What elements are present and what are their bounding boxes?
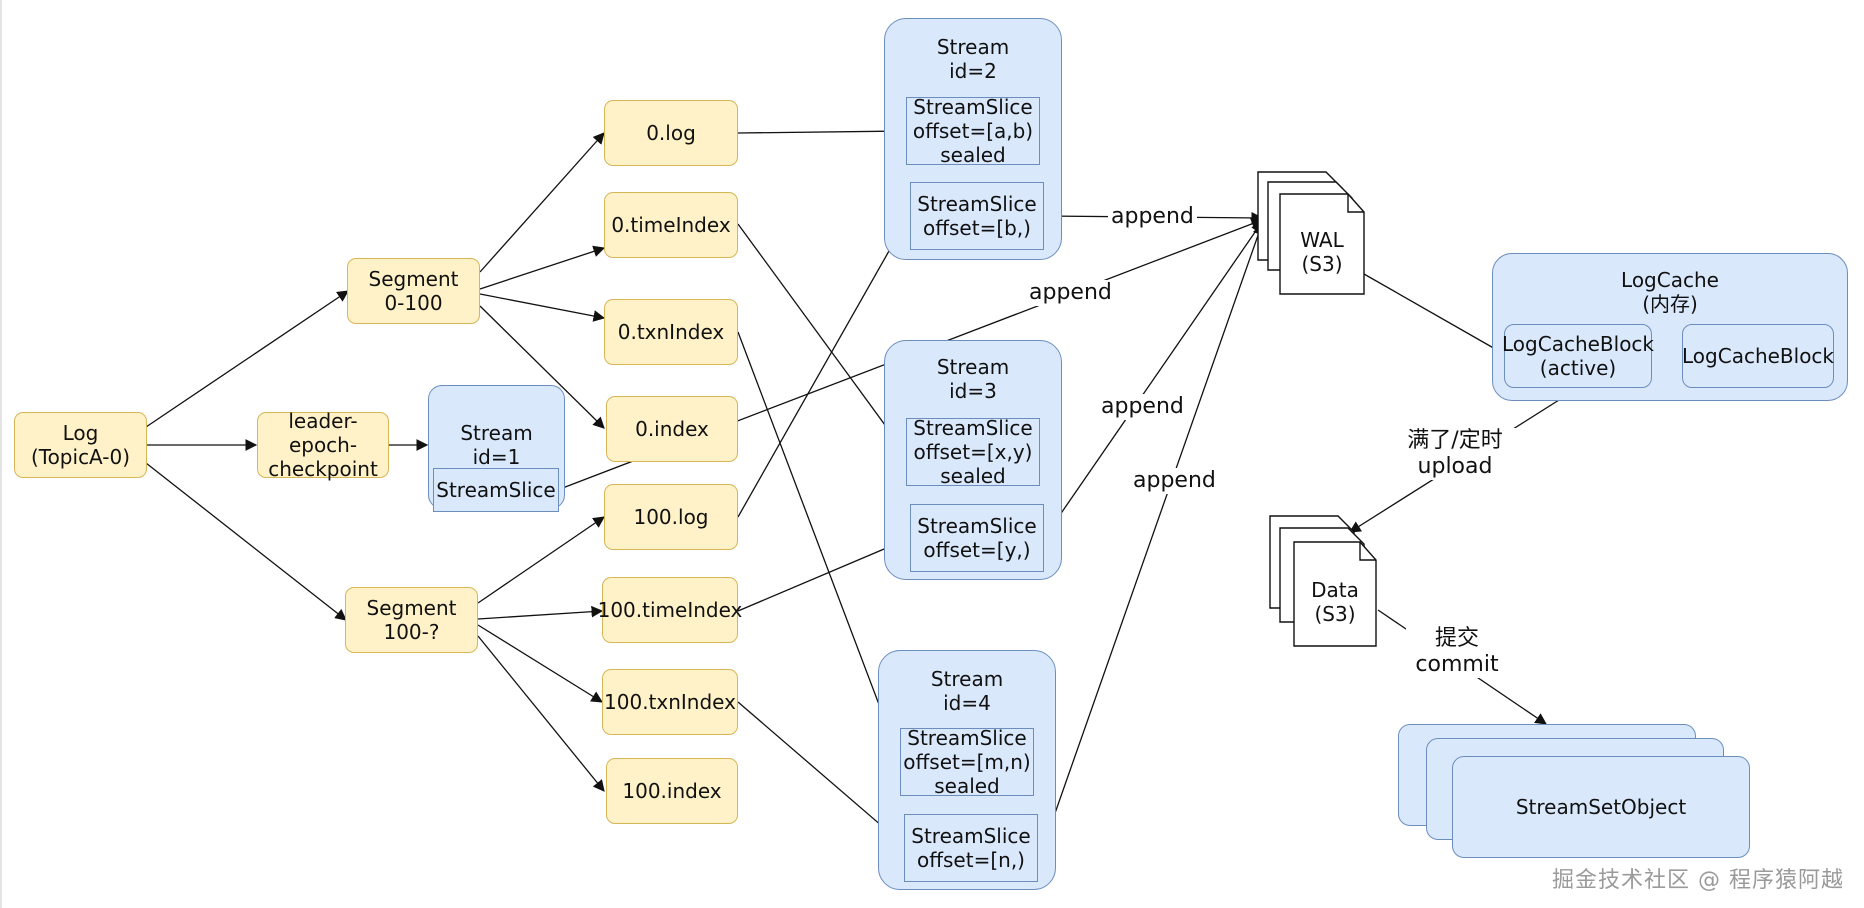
- file-0-txnindex: 0.txnIndex: [604, 299, 738, 365]
- stream-2-title: Stream id=2: [936, 35, 1010, 83]
- wal-label: WAL (S3): [1300, 228, 1344, 276]
- stream-3-slice-active: StreamSlice offset=[y,): [910, 504, 1044, 572]
- upload-label: 满了/定时 upload: [1392, 428, 1518, 480]
- logcache-block: LogCacheBlock: [1682, 324, 1834, 388]
- edge-log-segment100: [145, 462, 347, 621]
- edge-log-segment0: [145, 290, 349, 428]
- file-0-timeindex: 0.timeIndex: [604, 192, 738, 258]
- append-label-stream3: append: [1098, 394, 1187, 420]
- edge-0txn-stream4sealed: [737, 331, 902, 762]
- file-0-log: 0.log: [604, 100, 738, 166]
- edge-seg0-0log: [479, 132, 605, 273]
- stream-1-slice: StreamSlice: [433, 468, 559, 512]
- stream-4-slice-active: StreamSlice offset=[n,): [904, 814, 1038, 882]
- stream-3-slice-sealed: StreamSlice offset=[x,y) sealed: [906, 416, 1040, 488]
- stream-set-object: StreamSetObject: [1452, 756, 1750, 858]
- stream-4-slice-sealed: StreamSlice offset=[m,n) sealed: [900, 726, 1034, 798]
- leader-epoch-checkpoint-node: leader-epoch- checkpoint: [257, 409, 389, 481]
- data-label: Data (S3): [1311, 578, 1359, 626]
- segment-100-node: Segment 100-?: [345, 587, 478, 653]
- edge-seg0-0txn: [479, 293, 606, 322]
- logcache-title: LogCache (内存): [1621, 268, 1719, 316]
- file-100-index: 100.index: [606, 758, 738, 824]
- stream-4-title: Stream id=4: [930, 667, 1004, 715]
- edge-seg100-100log: [477, 516, 605, 604]
- stream-2-slice-active: StreamSlice offset=[b,): [910, 182, 1044, 250]
- segment-0-100-node: Segment 0-100: [347, 258, 480, 324]
- edge-seg100-100txn: [477, 624, 603, 703]
- edge-0time-stream3sealed: [737, 223, 905, 452]
- edge-wal-logcache: [1363, 273, 1506, 355]
- stream-2-slice-sealed: StreamSlice offset=[a,b) sealed: [906, 95, 1040, 167]
- stream-3-title: Stream id=3: [936, 355, 1010, 403]
- file-0-index: 0.index: [606, 396, 738, 462]
- logcache-block-active: LogCacheBlock (active): [1502, 324, 1654, 388]
- log-node: Log (TopicA-0): [14, 412, 147, 478]
- commit-label: 提交 commit: [1406, 626, 1508, 678]
- frame-border: [0, 0, 2, 908]
- wal-document-stack: [1257, 171, 1365, 295]
- edge-seg100-100time: [477, 605, 604, 620]
- edge-seg100-100index: [477, 635, 605, 792]
- append-label-stream4: append: [1130, 468, 1219, 494]
- data-document-stack: [1269, 515, 1377, 647]
- file-100-txnindex: 100.txnIndex: [602, 669, 738, 735]
- stream-1-title: Stream id=1: [460, 421, 533, 469]
- watermark: 掘金技术社区 @ 程序猿阿越: [1552, 868, 1844, 893]
- file-100-log: 100.log: [604, 484, 738, 550]
- append-label-stream1: append: [1026, 280, 1115, 306]
- edge-seg0-0time: [479, 245, 606, 290]
- edge-stream4active-wal: [1053, 222, 1265, 817]
- edge-0log-stream2slice: [737, 125, 908, 137]
- file-100-timeindex: 100.timeIndex: [598, 577, 742, 643]
- append-label-stream2: append: [1108, 204, 1197, 230]
